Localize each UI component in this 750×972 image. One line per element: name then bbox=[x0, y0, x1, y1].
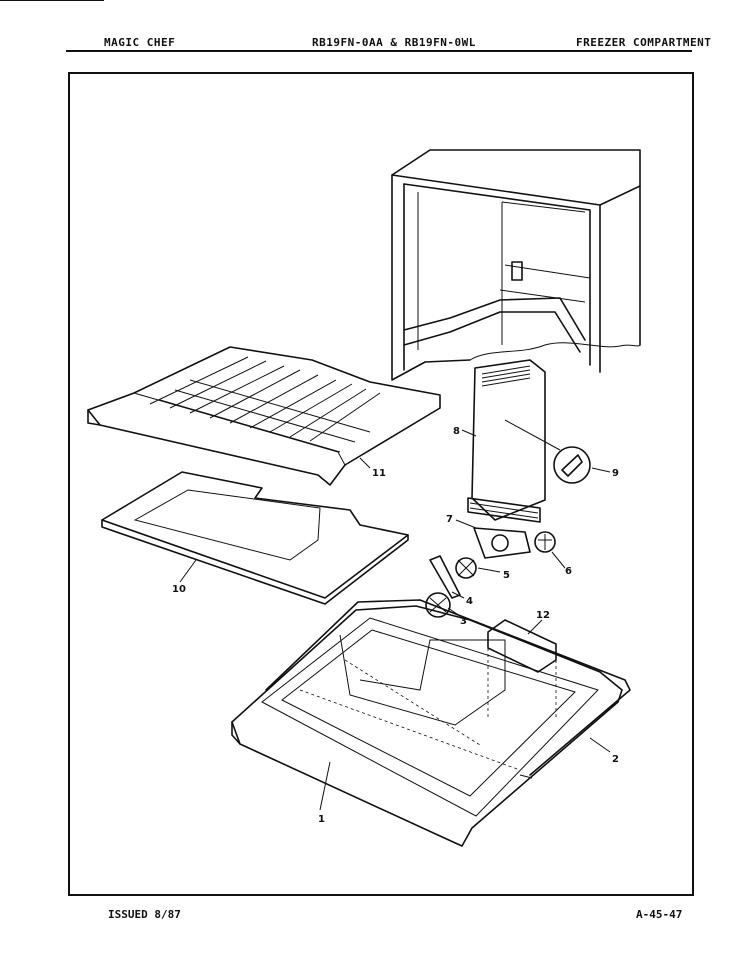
fan-motor-assembly bbox=[473, 527, 556, 559]
evaporator-cover-panel bbox=[101, 471, 409, 605]
defrost-thermostat bbox=[553, 446, 591, 484]
callout-5: 5 bbox=[503, 570, 510, 581]
freezer-liner bbox=[231, 605, 623, 847]
freezer-shelf bbox=[87, 346, 441, 486]
page-code: A-45-47 bbox=[636, 908, 683, 921]
leader-lines bbox=[179, 429, 611, 811]
door-gasket bbox=[265, 599, 631, 779]
callout-3: 3 bbox=[460, 616, 467, 627]
brand-label: MAGIC CHEF bbox=[104, 36, 176, 49]
callout-6: 6 bbox=[565, 566, 572, 577]
callout-10: 10 bbox=[172, 584, 186, 595]
callout-1: 1 bbox=[318, 814, 325, 825]
crop-mark bbox=[0, 0, 104, 1]
callout-11: 11 bbox=[372, 468, 386, 479]
model-label: RB19FN-0AA & RB19FN-0WL bbox=[312, 36, 476, 49]
callout-9: 9 bbox=[612, 468, 619, 479]
freezer-cabinet bbox=[391, 149, 641, 381]
callout-7: 7 bbox=[446, 514, 453, 525]
issued-date: ISSUED 8/87 bbox=[108, 908, 181, 921]
fan-blade bbox=[429, 555, 477, 599]
fan-shroud bbox=[467, 359, 561, 523]
header-rule bbox=[66, 50, 692, 52]
callout-12: 12 bbox=[536, 610, 550, 621]
callout-8: 8 bbox=[453, 426, 460, 437]
diagram-frame bbox=[68, 72, 694, 896]
callout-4: 4 bbox=[466, 596, 473, 607]
section-label: FREEZER COMPARTMENT bbox=[576, 36, 712, 49]
callout-2: 2 bbox=[612, 754, 619, 765]
air-duct bbox=[487, 619, 557, 720]
